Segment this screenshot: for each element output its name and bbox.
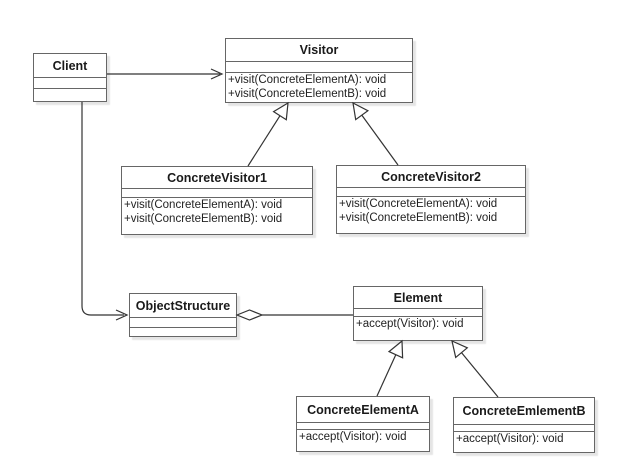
class-concretevisitor2-methods: +visit(ConcreteElementA): void +visit(Co… [337, 197, 525, 233]
class-element-attributes [354, 309, 482, 317]
class-element-title: Element [354, 287, 482, 309]
class-client-title: Client [34, 54, 106, 78]
class-visitor-attributes [226, 62, 412, 73]
class-concretevisitor1-methods: +visit(ConcreteElementA): void +visit(Co… [122, 198, 312, 234]
class-objectstructure-methods [130, 328, 236, 336]
aggregation-objectstructure-element [235, 309, 353, 321]
method-line: +accept(Visitor): void [456, 433, 564, 445]
class-concretevisitor1-title: ConcreteVisitor1 [122, 167, 312, 189]
class-concretevisitor2-title: ConcreteVisitor2 [337, 166, 525, 188]
method-line: +visit(ConcreteElementB): void [228, 87, 387, 100]
generalization-concretevisitor2-visitor [352, 101, 399, 166]
class-concretevisitor1-attributes [122, 189, 312, 198]
class-concreteelementa-methods: +accept(Visitor): void [297, 430, 429, 451]
class-objectstructure-attributes [130, 318, 236, 328]
generalization-concretevisitor1-visitor [247, 101, 289, 167]
method-line: +visit(ConcreteElementA): void [339, 198, 498, 210]
method-line: +accept(Visitor): void [356, 318, 464, 330]
method-line: +visit(ConcreteElementA): void [124, 199, 283, 211]
class-concreteemlementb-title: ConcreteEmlementB [454, 398, 594, 425]
class-visitor-title: Visitor [226, 39, 412, 62]
class-concreteelementa-title: ConcreteElementA [297, 397, 429, 423]
method-line: +visit(ConcreteElementB): void [339, 211, 498, 224]
class-element-methods: +accept(Visitor): void [354, 317, 482, 340]
method-line: +visit(ConcreteElementA): void [228, 74, 387, 86]
class-concreteemlementb-attributes [454, 425, 594, 432]
class-client-methods [34, 89, 106, 101]
class-visitor-methods: +visit(ConcreteElementA): void +visit(Co… [226, 73, 412, 102]
class-visitor: Visitor +visit(ConcreteElementA): void +… [225, 38, 413, 103]
class-concreteemlementb: ConcreteEmlementB +accept(Visitor): void [453, 397, 595, 453]
class-objectstructure-title: ObjectStructure [130, 294, 236, 318]
class-concreteelementa: ConcreteElementA +accept(Visitor): void [296, 396, 430, 452]
generalization-concreteelementa-element [376, 339, 404, 397]
method-line: +accept(Visitor): void [299, 431, 407, 443]
class-concretevisitor2-attributes [337, 188, 525, 197]
class-client-attributes [34, 78, 106, 89]
class-concreteelementa-attributes [297, 423, 429, 430]
association-client-visitor [107, 68, 224, 80]
class-concreteemlementb-methods: +accept(Visitor): void [454, 432, 594, 452]
class-client: Client [33, 53, 107, 102]
class-element: Element +accept(Visitor): void [353, 286, 483, 341]
class-concretevisitor2: ConcreteVisitor2 +visit(ConcreteElementA… [336, 165, 526, 234]
class-objectstructure: ObjectStructure [129, 293, 237, 337]
class-concretevisitor1: ConcreteVisitor1 +visit(ConcreteElementA… [121, 166, 313, 235]
generalization-concreteemlementb-element [451, 339, 499, 398]
method-line: +visit(ConcreteElementB): void [124, 212, 283, 225]
